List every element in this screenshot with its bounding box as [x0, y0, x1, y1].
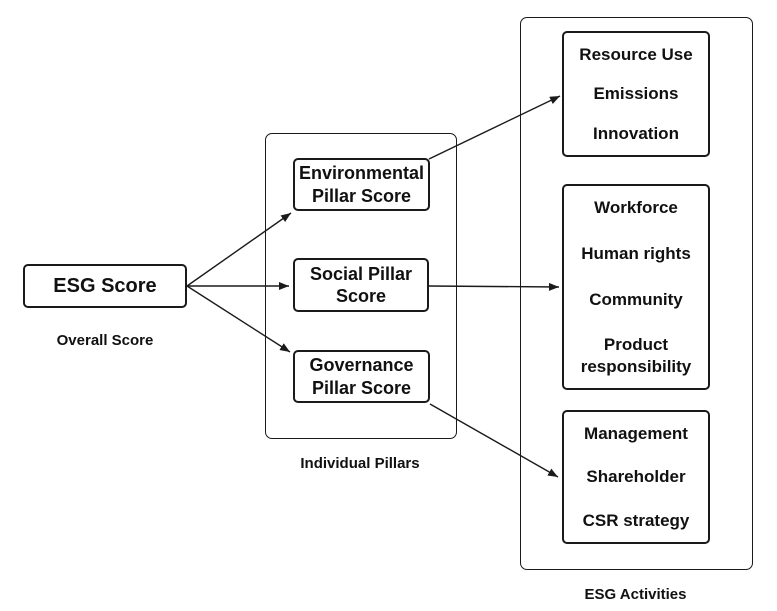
governance-pillar-label: Governance Pillar Score [309, 355, 414, 398]
pillars-container [265, 133, 457, 439]
activity-item: CSR strategy [582, 510, 690, 530]
esg-score-label: ESG Score [53, 274, 157, 297]
social-pillar-box: Social Pillar Score [293, 258, 429, 312]
activities-container [520, 17, 753, 570]
environmental-activities-box: Resource Use Emissions Innovation [562, 31, 710, 157]
social-pillar-label: Social Pillar Score [309, 263, 413, 307]
arrow-esg-to-governance [186, 285, 291, 353]
esg-activities-caption: ESG Activities [584, 586, 687, 603]
activity-item: Human rights [581, 243, 691, 263]
activity-item: Emissions [593, 84, 679, 104]
arrow-environmental-to-activities [428, 95, 561, 160]
activity-item: Shareholder [586, 467, 686, 487]
arrow-social-to-activities [427, 282, 560, 291]
activity-item: Community [589, 289, 683, 309]
social-activities-box: Workforce Human rights Community Product… [562, 184, 710, 390]
esg-score-box: ESG Score [23, 264, 187, 308]
activity-item: Product responsibility [580, 335, 692, 376]
individual-pillars-caption: Individual Pillars [300, 455, 420, 472]
arrow-esg-to-environmental [186, 212, 292, 287]
activity-item: Innovation [593, 123, 679, 143]
activity-item: Management [584, 424, 688, 443]
overall-score-caption: Overall Score [56, 332, 154, 349]
governance-pillar-box: Governance Pillar Score [293, 350, 430, 403]
environmental-pillar-box: Environmental Pillar Score [293, 158, 430, 211]
governance-activities-box: Management Shareholder CSR strategy [562, 410, 710, 544]
arrow-governance-to-activities [429, 403, 559, 478]
environmental-pillar-label: Environmental Pillar Score [298, 163, 425, 206]
activity-item: Resource Use [579, 45, 693, 64]
activity-item: Workforce [594, 198, 678, 217]
